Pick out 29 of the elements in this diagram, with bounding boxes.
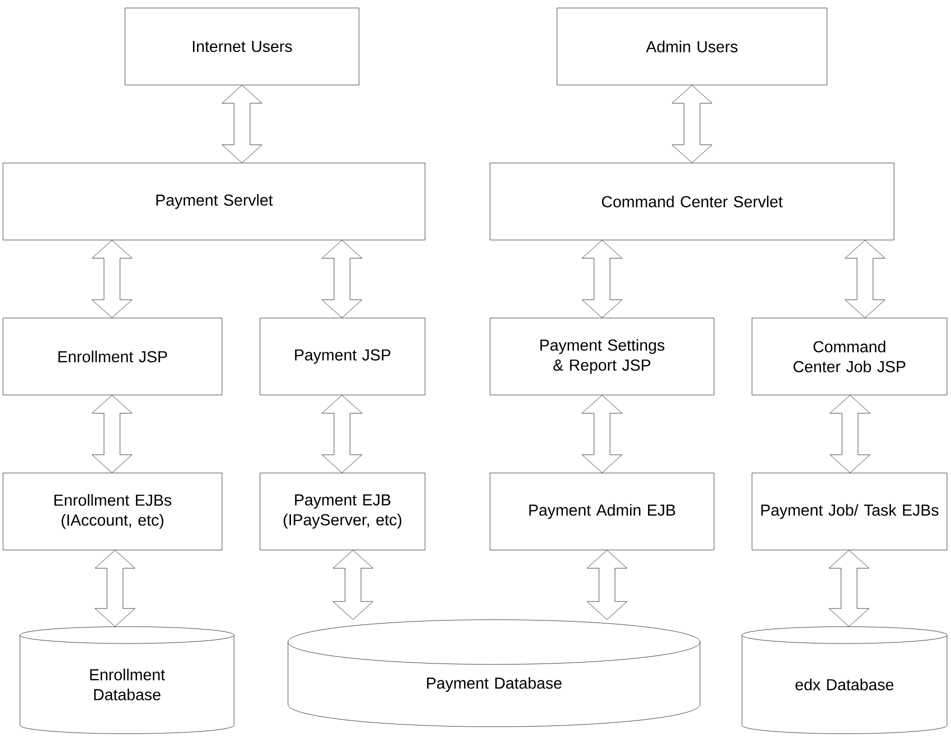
double-arrow xyxy=(844,240,886,318)
double-arrow xyxy=(222,85,262,163)
process-box: Command Center Servlet xyxy=(490,162,894,240)
process-box: Payment Settings & Report JSP xyxy=(490,318,714,396)
process-box: Payment Job/ Task EJBs xyxy=(752,472,948,550)
double-arrow xyxy=(92,395,132,473)
database-cylinder: edx Database xyxy=(742,626,948,734)
double-arrow xyxy=(582,395,622,473)
process-box: Internet Users xyxy=(124,8,360,86)
double-arrow xyxy=(92,240,132,318)
process-box: Enrollment JSP xyxy=(2,318,222,396)
double-arrow xyxy=(672,85,712,163)
process-box: Payment JSP xyxy=(260,318,426,396)
double-arrow xyxy=(322,240,362,318)
database-cylinder: Enrollment Database xyxy=(20,626,234,734)
double-arrow xyxy=(332,550,374,620)
process-box: Command Center Job JSP xyxy=(752,318,948,396)
double-arrow xyxy=(582,240,622,318)
double-arrow xyxy=(94,550,136,627)
process-box: Payment Admin EJB xyxy=(490,472,714,550)
process-box: Enrollment EJBs (IAccount, etc) xyxy=(2,472,222,550)
double-arrow xyxy=(586,550,628,620)
database-cylinder: Payment Database xyxy=(288,620,700,727)
double-arrow xyxy=(830,395,870,473)
double-arrow xyxy=(322,395,362,473)
double-arrow xyxy=(828,550,870,627)
process-box: Payment EJB (IPayServer, etc) xyxy=(260,472,426,550)
process-box: Admin Users xyxy=(556,8,828,86)
process-box: Payment Servlet xyxy=(2,162,426,240)
